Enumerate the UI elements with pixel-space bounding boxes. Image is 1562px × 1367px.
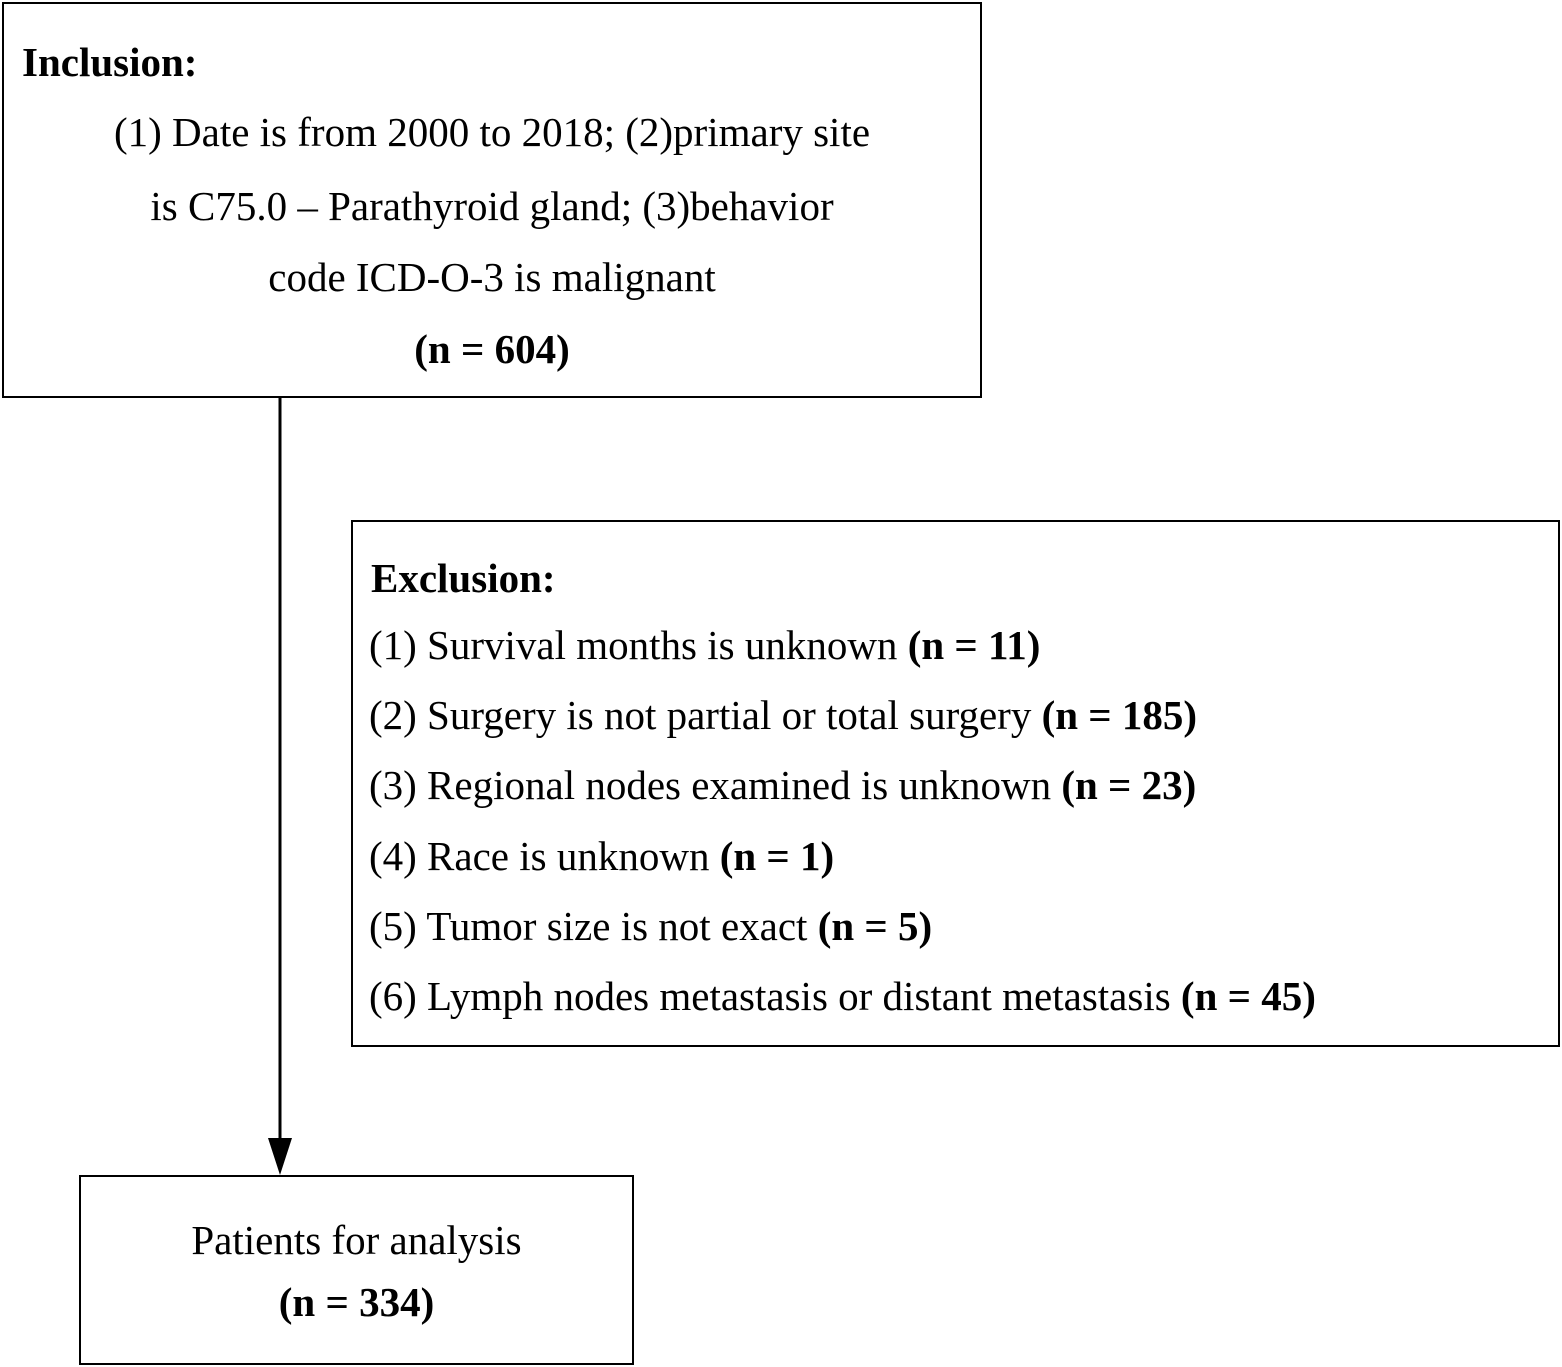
- exclusion-item-text: (1) Survival months is unknown: [369, 622, 908, 668]
- exclusion-item: (3) Regional nodes examined is unknown (…: [369, 765, 1196, 806]
- exclusion-item-text: (4) Race is unknown: [369, 833, 720, 879]
- inclusion-criteria-line: code ICD-O-3 is malignant: [268, 254, 716, 300]
- inclusion-criteria-line: is C75.0 – Parathyroid gland; (3)behavio…: [150, 183, 834, 229]
- inclusion-heading: Inclusion:: [22, 39, 198, 85]
- exclusion-item-text: (6) Lymph nodes metastasis or distant me…: [369, 973, 1181, 1019]
- exclusion-heading: Exclusion:: [371, 555, 556, 601]
- exclusion-item: (1) Survival months is unknown (n = 11): [369, 625, 1040, 666]
- exclusion-item: (5) Tumor size is not exact (n = 5): [369, 906, 932, 947]
- inclusion-count: (n = 604): [414, 326, 570, 372]
- result-box: Patients for analysis (n = 334): [79, 1175, 634, 1365]
- exclusion-item: (2) Surgery is not partial or total surg…: [369, 695, 1197, 736]
- exclusion-item-text: (5) Tumor size is not exact: [369, 903, 818, 949]
- exclusion-item-count: (n = 45): [1180, 973, 1316, 1019]
- exclusion-item-count: (n = 5): [817, 903, 933, 949]
- inclusion-criteria-line: (1) Date is from 2000 to 2018; (2)primar…: [113, 109, 871, 155]
- exclusion-box: Exclusion: (1) Survival months is unknow…: [351, 520, 1560, 1047]
- result-label: Patients for analysis: [191, 1217, 522, 1263]
- exclusion-item-count: (n = 23): [1061, 762, 1197, 808]
- arrowhead-down-icon: [268, 1138, 292, 1175]
- exclusion-item-count: (n = 11): [907, 622, 1041, 668]
- exclusion-item-count: (n = 185): [1041, 692, 1198, 738]
- result-count: (n = 334): [278, 1279, 435, 1325]
- inclusion-box: Inclusion: (1) Date is from 2000 to 2018…: [2, 2, 982, 398]
- exclusion-item: (4) Race is unknown (n = 1): [369, 836, 834, 877]
- exclusion-item-count: (n = 1): [719, 833, 835, 879]
- exclusion-item-text: (2) Surgery is not partial or total surg…: [369, 692, 1042, 738]
- exclusion-item-text: (3) Regional nodes examined is unknown: [369, 762, 1062, 808]
- exclusion-item: (6) Lymph nodes metastasis or distant me…: [369, 976, 1316, 1017]
